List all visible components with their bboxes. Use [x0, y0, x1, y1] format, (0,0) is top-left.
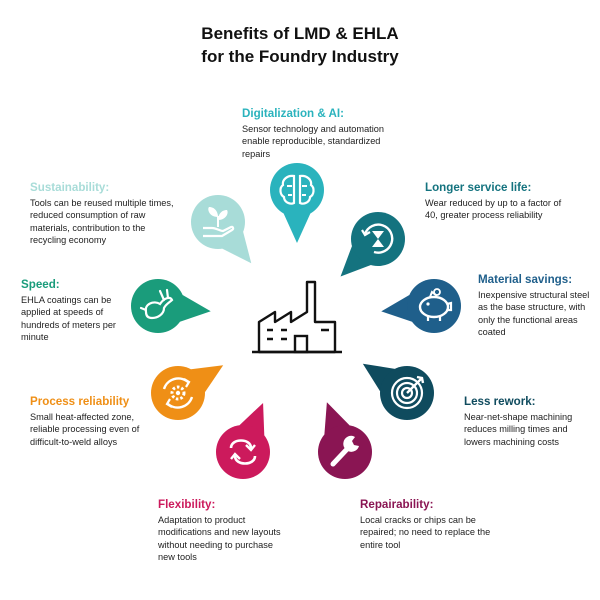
benefit-text: Wear reduced by up to a factor of 40, gr…	[425, 198, 562, 221]
hourglass-icon	[361, 223, 394, 254]
benefit-title: Process reliability	[30, 395, 130, 408]
benefit-text: EHLA coatings can be applied at speeds o…	[21, 295, 116, 343]
benefit-sustainability: Sustainability: Tools can be reused mult…	[30, 180, 175, 247]
pin-hourglass	[340, 212, 405, 277]
benefit-text: Local cracks or chips can be repaired; n…	[360, 515, 491, 550]
benefit-flexibility: Flexibility: Adaptation to product modif…	[158, 497, 288, 564]
pin-head	[216, 425, 270, 479]
pin-pointer	[283, 213, 311, 243]
pin-wrench	[318, 402, 372, 479]
title-line-1: Benefits of LMD & EHLA	[201, 24, 399, 43]
pin-plant-hand	[191, 195, 252, 264]
benefit-text: Near-net-shape machining reduces milling…	[464, 412, 573, 447]
benefit-digitalization: Digitalization & AI: Sensor technology a…	[242, 106, 402, 160]
benefit-less-rework: Less rework: Near-net-shape machining re…	[464, 394, 589, 448]
pin-pointer	[381, 295, 413, 322]
benefit-text: Adaptation to product modifications and …	[158, 515, 281, 563]
factory-icon	[252, 280, 342, 354]
benefit-repairability: Repairability: Local cracks or chips can…	[360, 497, 510, 551]
cycle-gear-icon	[162, 377, 194, 409]
benefit-text: Inexpensive structural steel as the base…	[478, 290, 590, 338]
benefit-title: Speed:	[21, 278, 60, 291]
benefit-title: Material savings:	[478, 273, 573, 286]
piggy-bank-icon	[418, 288, 453, 321]
target-icon	[390, 375, 425, 410]
benefit-text: Tools can be reused multiple times, redu…	[30, 198, 174, 246]
pin-head	[131, 279, 185, 333]
benefit-title: Flexibility:	[158, 498, 216, 511]
benefit-title: Digitalization & AI:	[242, 107, 344, 120]
exchange-arrows-icon	[229, 439, 257, 465]
benefit-text: Sensor technology and automation enable …	[242, 124, 384, 159]
title-line-2: for the Foundry Industry	[201, 47, 399, 66]
benefit-material-savings: Material savings: Inexpensive structural…	[478, 272, 593, 339]
pin-pointer	[340, 246, 371, 277]
brain-icon	[279, 174, 315, 205]
wrench-icon	[330, 435, 359, 467]
pin-running-rabbit	[131, 279, 211, 333]
pin-head	[351, 212, 405, 266]
pin-exchange-arrows	[216, 402, 270, 479]
benefit-process-reliability: Process reliability Small heat-affected …	[30, 394, 155, 448]
pin-pointer	[179, 294, 211, 322]
pin-target	[362, 363, 434, 420]
benefit-speed: Speed: EHLA coatings can be applied at s…	[21, 277, 131, 344]
benefit-text: Small heat-affected zone, reliable proce…	[30, 412, 140, 447]
running-rabbit-icon	[139, 288, 174, 320]
benefit-longer-service-life: Longer service life: Wear reduced by up …	[425, 180, 575, 222]
pin-piggy-bank	[381, 279, 461, 333]
benefit-title: Less rework:	[464, 395, 536, 408]
pin-cycle-gear	[151, 365, 224, 420]
page-title: Benefits of LMD & EHLA for the Foundry I…	[0, 22, 600, 68]
pin-pointer	[362, 363, 395, 392]
pin-pointer	[222, 231, 252, 264]
pin-brain	[270, 163, 324, 243]
benefit-title: Longer service life:	[425, 181, 532, 194]
pin-head	[407, 279, 461, 333]
pin-pointer	[190, 365, 224, 393]
pin-head	[270, 163, 324, 217]
plant-hand-icon	[203, 207, 235, 238]
benefit-title: Repairability:	[360, 498, 434, 511]
benefit-title: Sustainability:	[30, 181, 110, 194]
